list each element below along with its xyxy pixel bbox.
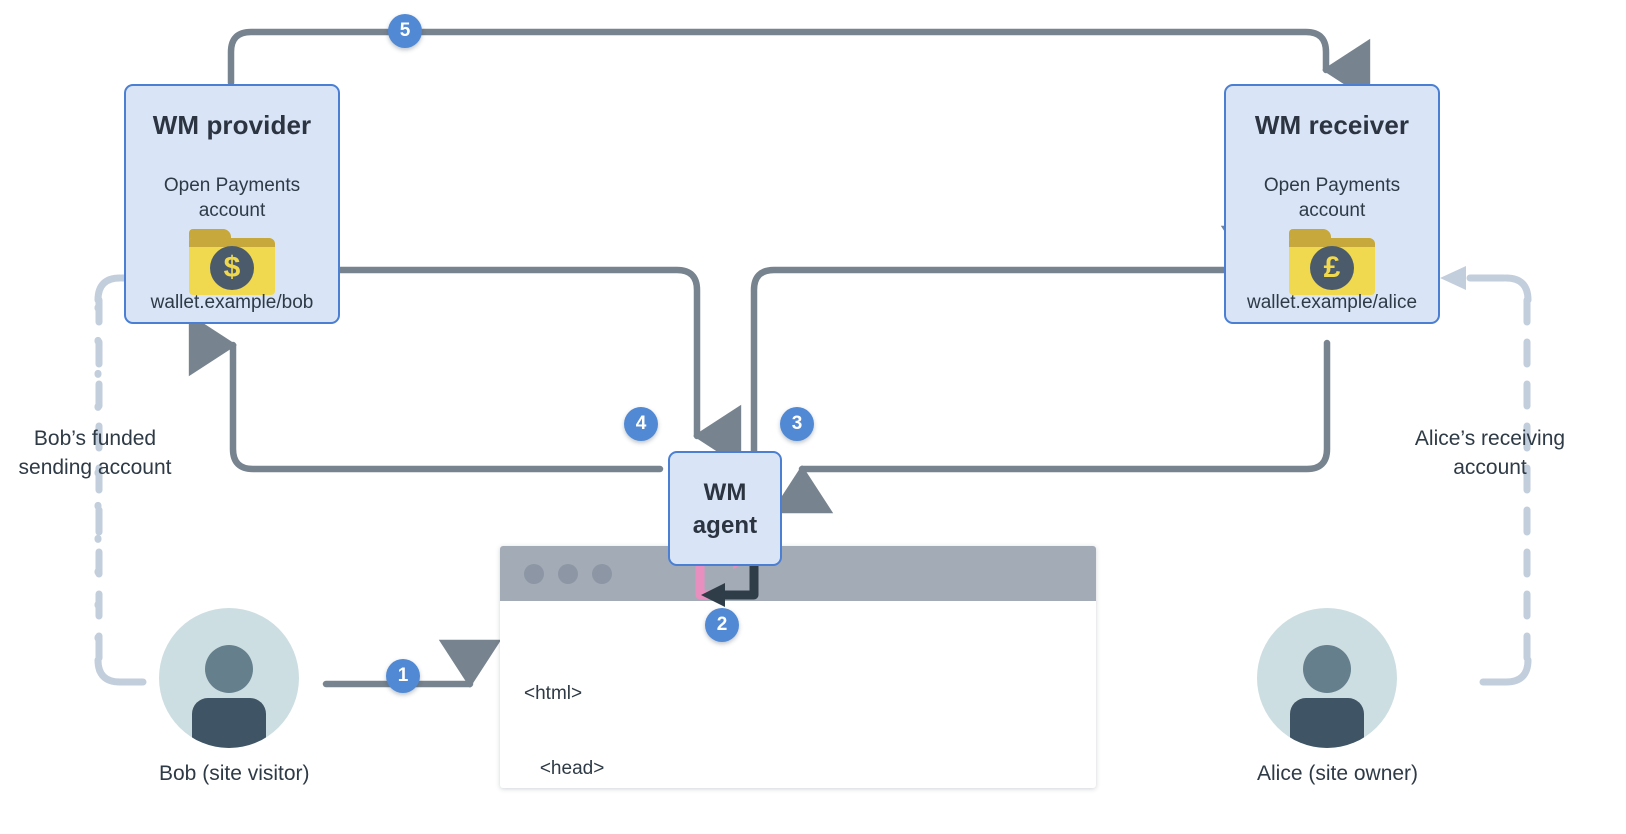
bob-account-label-line1: Bob’s funded: [33, 427, 157, 450]
wm-provider-title: WM provider: [152, 110, 312, 140]
wm-receiver-wallet-id: wallet.example/alice: [1246, 292, 1418, 313]
avatar-torso: [192, 698, 266, 748]
wm-provider-subtitle: Open Payments account: [164, 173, 300, 223]
alice-dashed-bracket-corner-bottom: [1479, 656, 1532, 686]
browser-dot-red-icon: [524, 563, 544, 584]
alice-dashed-arrow-head: [1440, 266, 1466, 290]
avatar-head: [205, 645, 253, 693]
browser-code-block: <html> <head> <link rel="monetization" h…: [500, 601, 1096, 788]
step-badge-3[interactable]: 3: [780, 407, 814, 441]
dollar-coin-icon: $: [210, 246, 254, 290]
wm-receiver-box[interactable]: WM receiver Open Payments account £ wall…: [1224, 84, 1440, 324]
step4-return-connector: [188, 313, 664, 473]
bob-avatar-group: Bob (site visitor): [159, 608, 310, 786]
step-badge-5[interactable]: 5: [388, 14, 422, 48]
loop-arrow-dark-head: [701, 583, 725, 607]
wm-agent-box[interactable]: WM agent: [668, 451, 782, 566]
avatar-torso: [1290, 698, 1364, 748]
browser-window[interactable]: <html> <head> <link rel="monetization" h…: [500, 546, 1096, 788]
code-line: <head>: [524, 758, 605, 779]
person-avatar-icon: [1257, 608, 1397, 748]
step-badge-2[interactable]: 2: [705, 608, 739, 642]
browser-dot-yellow-icon: [558, 563, 578, 584]
alice-dashed-bracket-corner-top: [1502, 274, 1532, 304]
step4-connector: [275, 266, 742, 468]
wm-agent-title-line2: agent: [692, 511, 758, 539]
folder-pound-icon: £: [1289, 229, 1375, 295]
wm-agent-title: WM agent: [693, 476, 758, 542]
bob-account-label: Bob’s funded sending account: [0, 424, 190, 482]
wm-provider-subtitle-line2: account: [198, 200, 266, 221]
code-line: <html>: [524, 683, 583, 704]
alice-account-label-line1: Alice’s receiving: [1414, 427, 1566, 450]
step-badge-4[interactable]: 4: [624, 407, 658, 441]
alice-caption: Alice (site owner): [1257, 762, 1419, 785]
bob-dashed-bracket-corner-bottom: [94, 656, 147, 686]
bob-caption: Bob (site visitor): [159, 762, 310, 785]
wm-receiver-subtitle-line2: account: [1298, 200, 1366, 221]
pound-coin-icon: £: [1310, 246, 1354, 290]
alice-account-label: Alice’s receiving account: [1390, 424, 1590, 482]
wm-agent-title-line1: WM: [703, 478, 747, 506]
bob-account-label-line2: sending account: [18, 456, 172, 479]
alice-avatar-group: Alice (site owner): [1257, 608, 1419, 786]
alice-account-label-line2: account: [1453, 456, 1527, 479]
folder-dollar-icon: $: [189, 229, 275, 295]
wm-receiver-subtitle: Open Payments account: [1264, 173, 1400, 223]
person-avatar-icon: [159, 608, 299, 748]
wm-receiver-title: WM receiver: [1254, 110, 1410, 140]
wm-provider-wallet-id: wallet.example/bob: [150, 292, 314, 313]
bob-dashed-bracket-corner-top: [94, 274, 124, 304]
step3-connector: [750, 225, 1284, 456]
wm-provider-box[interactable]: WM provider Open Payments account $ wall…: [124, 84, 340, 324]
browser-dot-green-icon: [592, 563, 612, 584]
step5-connector: [227, 28, 1371, 102]
browser-titlebar: [500, 546, 1096, 601]
wm-receiver-subtitle-line1: Open Payments: [1263, 175, 1401, 196]
step-badge-1[interactable]: 1: [386, 659, 420, 693]
step3-return-connector: [770, 339, 1331, 514]
wm-provider-subtitle-line1: Open Payments: [163, 175, 301, 196]
avatar-head: [1303, 645, 1351, 693]
